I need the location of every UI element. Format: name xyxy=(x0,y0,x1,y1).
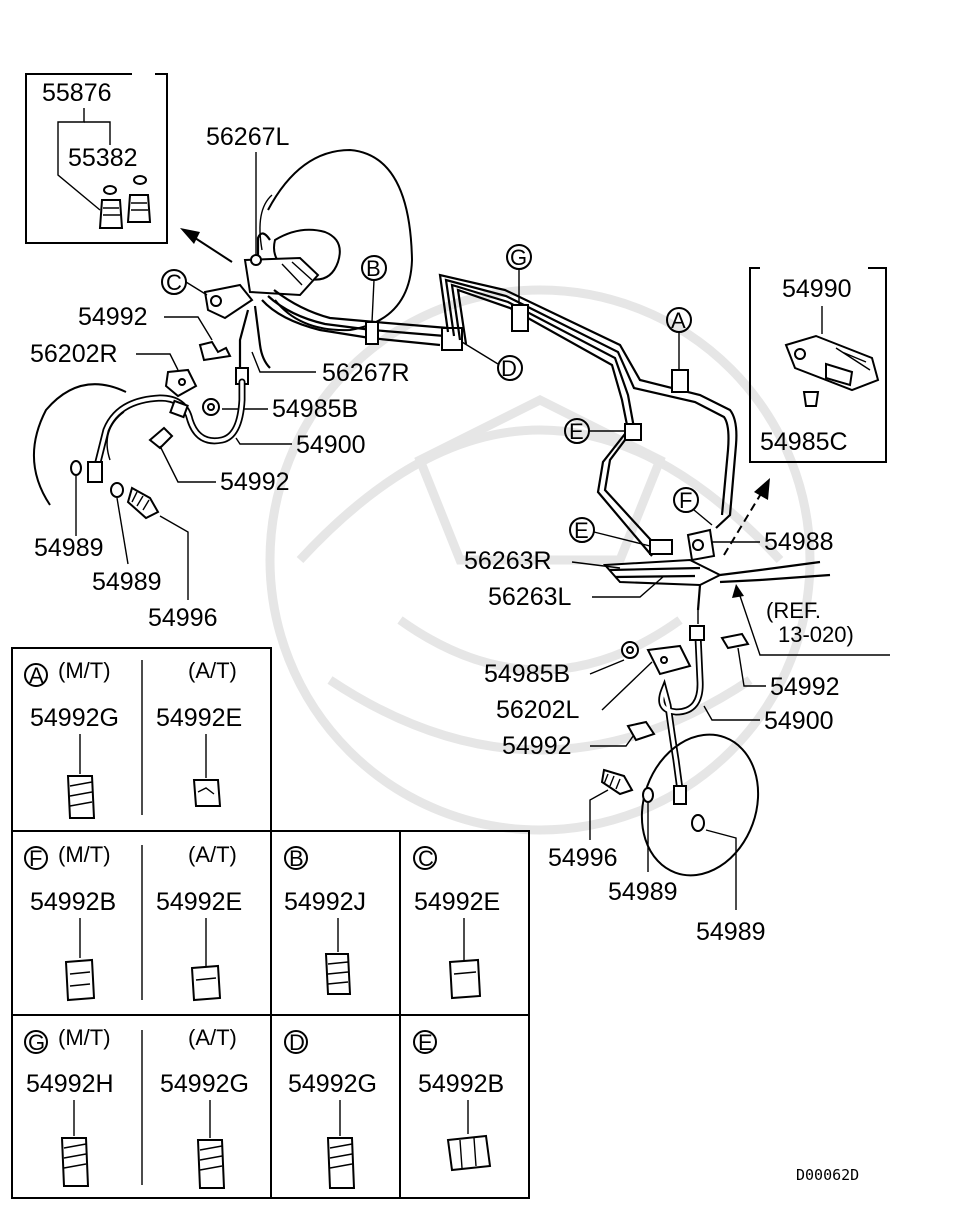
table-cell-C: C 54992E xyxy=(413,846,500,1000)
svg-text:F: F xyxy=(29,846,42,871)
callout-56202R: 56202R xyxy=(30,340,118,368)
svg-text:54992B: 54992B xyxy=(418,1070,504,1098)
master-cylinder: 56267L xyxy=(203,123,341,320)
callout-54900-b: 54900 xyxy=(764,707,834,735)
svg-text:54992B: 54992B xyxy=(30,888,116,916)
svg-text:E: E xyxy=(574,518,589,543)
svg-text:B: B xyxy=(289,846,304,871)
svg-text:F: F xyxy=(679,488,692,513)
callout-55876: 55876 xyxy=(42,79,112,107)
svg-text:54992E: 54992E xyxy=(156,704,242,732)
callout-56263L: 56263L xyxy=(488,583,572,611)
svg-text:G: G xyxy=(28,1030,45,1055)
callout-56267R: 56267R xyxy=(322,359,410,387)
callout-54985B-a: 54985B xyxy=(272,395,358,423)
clip-variant-table: A (M/T) (A/T) 54992G 54992E F (M/T) (A/T… xyxy=(11,647,530,1199)
table-row-F: F (M/T) (A/T) 54992B 54992E xyxy=(24,842,242,1002)
callout-54992-c: 54992 xyxy=(502,732,572,760)
svg-text:13-020): 13-020) xyxy=(778,622,854,647)
svg-text:(A/T): (A/T) xyxy=(188,1025,237,1050)
callout-54989-a: 54989 xyxy=(34,534,104,562)
arrow-right-inset-link xyxy=(723,478,770,556)
callout-55382: 55382 xyxy=(68,144,138,172)
svg-text:C: C xyxy=(166,270,182,295)
front-brake-lines xyxy=(238,289,463,375)
svg-text:54992H: 54992H xyxy=(26,1070,114,1098)
clip-letter-A: A xyxy=(666,307,692,370)
svg-text:E: E xyxy=(569,419,584,444)
table-cell-E: E 54992B xyxy=(413,1030,504,1172)
svg-text:(M/T): (M/T) xyxy=(58,1025,111,1050)
main-brake-pipes xyxy=(438,273,738,557)
callout-54985B-b: 54985B xyxy=(484,660,570,688)
clip-letter-E-upper: E xyxy=(564,418,625,444)
callout-54985C: 54985C xyxy=(760,428,848,456)
svg-text:D: D xyxy=(501,356,517,381)
callout-56202L: 56202L xyxy=(496,696,580,724)
clip-letter-D: D xyxy=(461,341,523,381)
svg-text:(M/T): (M/T) xyxy=(58,658,111,683)
table-row-G: G (M/T) (A/T) 54992H 54992G xyxy=(24,1025,249,1189)
callout-54989-b: 54989 xyxy=(92,568,162,596)
callout-54989-c: 54989 xyxy=(608,878,678,906)
callout-56263R: 56263R xyxy=(464,547,552,575)
table-row-A: A (M/T) (A/T) 54992G 54992E xyxy=(24,658,242,819)
inset-bleeder-valve: 55876 55382 xyxy=(25,73,168,244)
rear-valve-block xyxy=(602,528,831,611)
leader-56263R xyxy=(571,561,621,569)
svg-text:(A/T): (A/T) xyxy=(188,842,237,867)
svg-text:(A/T): (A/T) xyxy=(188,658,237,683)
leader-56263L xyxy=(592,575,665,598)
svg-text:A: A xyxy=(29,663,44,688)
drawing-code: D00062D xyxy=(796,1166,859,1184)
callout-54990: 54990 xyxy=(782,275,852,303)
clip-letter-F: F xyxy=(673,487,713,526)
svg-text:(M/T): (M/T) xyxy=(58,842,111,867)
callout-54988: 54988 xyxy=(764,528,834,556)
svg-text:A: A xyxy=(671,308,686,333)
callout-54992-d: 54992 xyxy=(770,673,840,701)
reference-note: (REF. 13-020) xyxy=(732,584,890,656)
callout-54996-b: 54996 xyxy=(548,844,618,872)
callout-54992-b: 54992 xyxy=(220,468,290,496)
front-left-brake-hose-assembly: 54992 56202R 56267R 54985B 54900 54992 5… xyxy=(30,303,410,632)
callout-56267L: 56267L xyxy=(206,123,290,151)
svg-text:(REF.: (REF. xyxy=(766,598,821,623)
watermark xyxy=(265,285,815,835)
callout-54989-d: 54989 xyxy=(696,918,766,946)
callout-54900-a: 54900 xyxy=(296,431,366,459)
table-cell-D: D 54992G xyxy=(284,1030,377,1189)
svg-text:G: G xyxy=(510,245,527,270)
clip-letter-C: C xyxy=(161,269,208,296)
svg-text:E: E xyxy=(418,1030,433,1055)
brake-booster xyxy=(259,148,414,332)
clip-letter-B: B xyxy=(361,255,387,323)
callout-54992-a: 54992 xyxy=(78,303,148,331)
svg-text:C: C xyxy=(418,846,434,871)
arrow-inset-link xyxy=(180,228,233,263)
svg-text:54992E: 54992E xyxy=(156,888,242,916)
svg-text:54992G: 54992G xyxy=(160,1070,249,1098)
clip-letter-G: G xyxy=(506,244,532,305)
callout-54996-a: 54996 xyxy=(148,604,218,632)
svg-text:54992G: 54992G xyxy=(288,1070,377,1098)
svg-text:B: B xyxy=(366,256,381,281)
svg-text:54992J: 54992J xyxy=(284,888,366,916)
svg-text:D: D xyxy=(289,1030,305,1055)
svg-text:54992G: 54992G xyxy=(30,704,119,732)
inset-proportioning-valve: 54990 54985C xyxy=(749,267,887,463)
rear-right-brake-hose-assembly: 54985B 56202L 54992 54992 54900 54996 54… xyxy=(484,608,840,946)
svg-text:54992E: 54992E xyxy=(414,888,500,916)
table-cell-B: B 54992J xyxy=(284,846,366,995)
clip-letter-E-lower: E xyxy=(569,517,651,547)
